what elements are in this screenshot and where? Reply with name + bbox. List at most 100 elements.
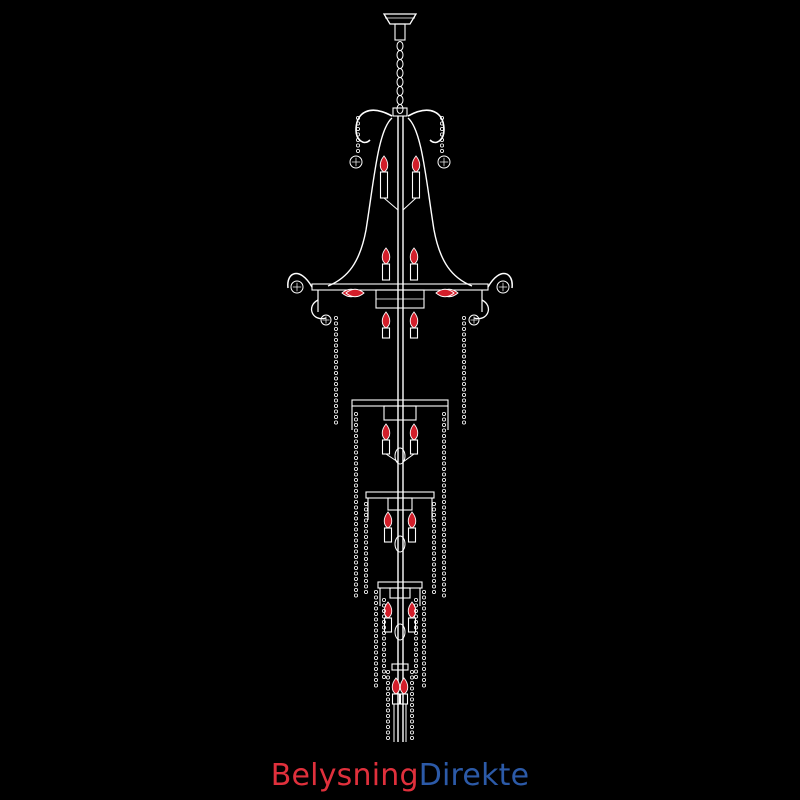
chain-link xyxy=(396,68,404,78)
crystal-bead xyxy=(385,730,390,735)
crystal-bead xyxy=(441,505,446,510)
stem-knot xyxy=(394,535,406,553)
crystal-bead xyxy=(413,647,418,652)
crystal-bead xyxy=(373,623,378,628)
candle-holder xyxy=(379,171,389,199)
crystal-bead xyxy=(421,634,426,639)
candle-holder xyxy=(409,439,419,455)
candle-upper-left xyxy=(379,155,389,173)
crystal-bead xyxy=(333,348,338,353)
candle-tier3-right xyxy=(407,511,417,529)
crystal-bead xyxy=(441,411,446,416)
crystal-bead xyxy=(333,409,338,414)
crystal-bead xyxy=(373,672,378,677)
candle-arm xyxy=(402,197,417,211)
crystal-bead xyxy=(353,466,358,471)
crystal-bead xyxy=(441,538,446,543)
chain-link xyxy=(396,77,404,87)
crystal-bead xyxy=(461,414,466,419)
crystal-bead xyxy=(381,642,386,647)
crystal-bead xyxy=(461,376,466,381)
crystal-bead xyxy=(363,529,368,534)
crystal-bead xyxy=(373,601,378,606)
crystal-bead xyxy=(385,697,390,702)
crystal-bead xyxy=(373,628,378,633)
crystal-bead xyxy=(363,513,368,518)
lower-scroll-left xyxy=(310,299,327,320)
bell-curve-left xyxy=(327,117,393,287)
crystal-bead xyxy=(373,634,378,639)
tier3-hub xyxy=(387,497,413,511)
crystal-bead xyxy=(363,551,368,556)
crystal-bead xyxy=(355,143,360,148)
crystal-bead xyxy=(333,387,338,392)
chain-link xyxy=(396,95,404,105)
crystal-bead xyxy=(431,524,436,529)
crystal-bead xyxy=(333,376,338,381)
crystal-bead xyxy=(381,609,386,614)
crystal-bead xyxy=(373,661,378,666)
crystal-bead xyxy=(431,584,436,589)
candle-mid-left xyxy=(381,247,391,265)
crystal-bead xyxy=(431,568,436,573)
crystal-bead xyxy=(441,522,446,527)
candle-tier5-right xyxy=(399,677,409,695)
crystal-bead xyxy=(353,477,358,482)
crystal-bead xyxy=(333,326,338,331)
crystal-bead xyxy=(353,510,358,515)
crystal-bead xyxy=(441,450,446,455)
crystal-bead xyxy=(441,588,446,593)
crystal-bead xyxy=(413,675,418,680)
tier3-ring xyxy=(365,491,435,499)
crystal-bead xyxy=(363,573,368,578)
crystal-bead xyxy=(363,540,368,545)
crystal-bead xyxy=(421,601,426,606)
crystal-bead xyxy=(441,494,446,499)
crystal-bead xyxy=(353,450,358,455)
crystal-bead xyxy=(421,678,426,683)
crystal-bead xyxy=(353,439,358,444)
crystal-bead xyxy=(353,455,358,460)
crystal-bead xyxy=(461,359,466,364)
brand-part-direkte: Direkte xyxy=(418,758,530,793)
crystal-bead xyxy=(363,590,368,595)
crystal-bead xyxy=(333,343,338,348)
chain-link xyxy=(396,41,404,51)
crystal-bead xyxy=(333,354,338,359)
crystal-bead xyxy=(421,650,426,655)
crystal-bead xyxy=(333,321,338,326)
crystal-bead xyxy=(431,557,436,562)
candle-arm xyxy=(383,197,399,211)
bell-curve-right xyxy=(407,117,473,287)
crystal-bead xyxy=(353,433,358,438)
crystal-bead xyxy=(421,645,426,650)
crystal-bead xyxy=(461,398,466,403)
crystal-bead xyxy=(385,708,390,713)
crystal-bead xyxy=(385,686,390,691)
crystal-bead xyxy=(353,549,358,554)
crystal-bead xyxy=(461,315,466,320)
crystal-bead xyxy=(353,499,358,504)
crystal-bead xyxy=(353,472,358,477)
crystal-bead xyxy=(385,725,390,730)
crystal-bead xyxy=(431,501,436,506)
crystal-bead xyxy=(353,527,358,532)
crystal-bead xyxy=(353,582,358,587)
candle-tier5-left xyxy=(391,677,401,695)
crystal-bead xyxy=(431,507,436,512)
crystal-bead xyxy=(333,420,338,425)
crystal-bead xyxy=(385,675,390,680)
crystal-bead xyxy=(461,365,466,370)
tier2-ring xyxy=(351,399,449,407)
crystal-bead xyxy=(385,703,390,708)
crystal-bead xyxy=(381,658,386,663)
crystal-bead xyxy=(441,577,446,582)
crystal-bead xyxy=(441,510,446,515)
candle-ring-right xyxy=(409,311,419,329)
crystal-bead xyxy=(413,609,418,614)
crystal-bead xyxy=(385,719,390,724)
crystal-bead xyxy=(363,518,368,523)
crystal-bead xyxy=(441,455,446,460)
crystal-bead xyxy=(353,461,358,466)
crystal-bead xyxy=(363,557,368,562)
